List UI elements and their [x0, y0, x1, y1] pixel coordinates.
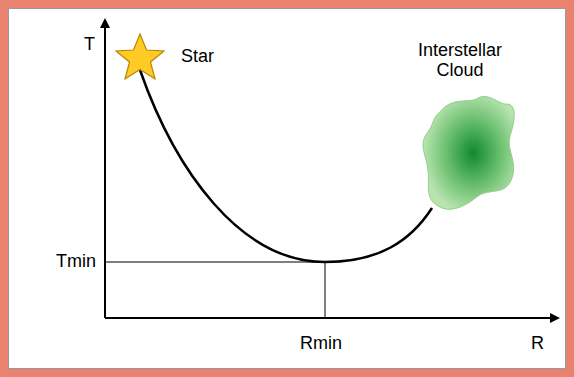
rmin-line — [325, 262, 326, 318]
axis-value: Tmin — [56, 251, 96, 271]
cloud-label: Interstellar Cloud — [404, 40, 516, 80]
cloud-shape — [423, 96, 514, 209]
axis-label: R — [531, 333, 544, 353]
y-axis — [104, 20, 106, 318]
axis-value: Rmin — [300, 333, 342, 353]
star-shape — [116, 34, 164, 79]
axis-label: T — [84, 34, 95, 54]
tmin-line — [105, 262, 325, 263]
temperature-curve — [140, 70, 432, 262]
star-label: Star — [181, 46, 214, 66]
x-axis — [105, 317, 558, 319]
